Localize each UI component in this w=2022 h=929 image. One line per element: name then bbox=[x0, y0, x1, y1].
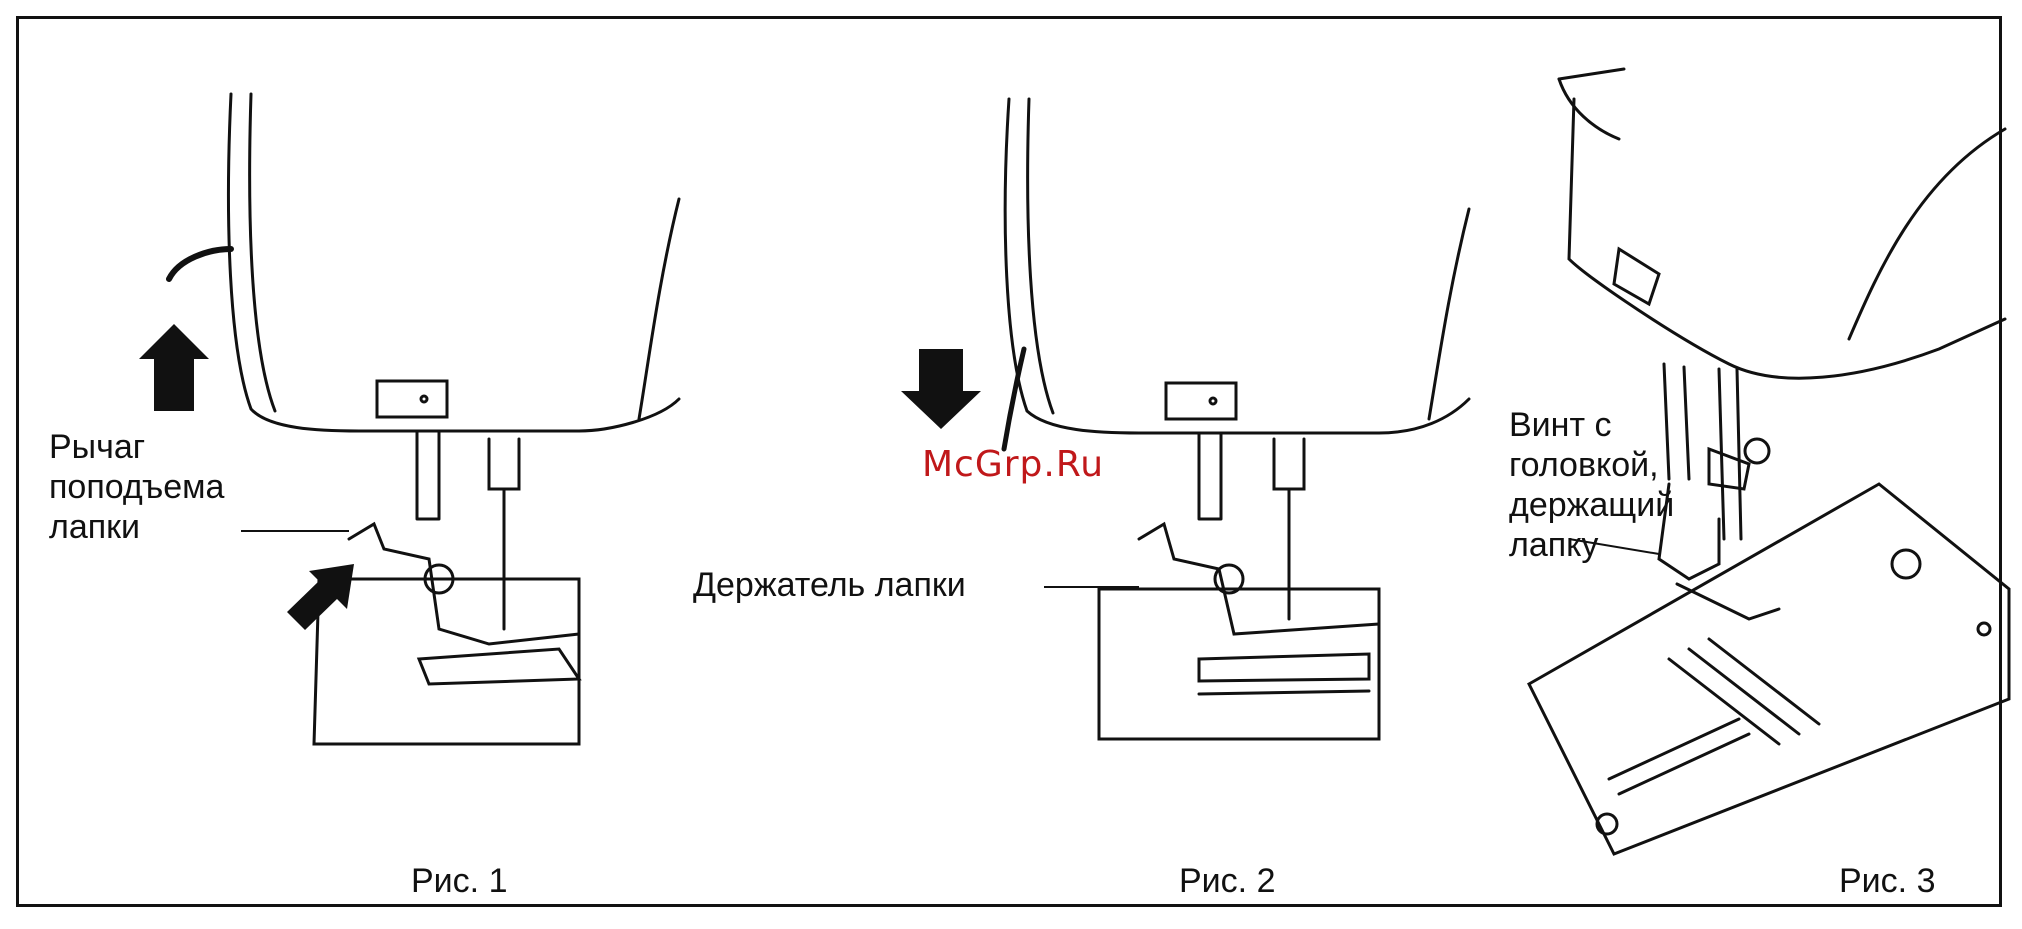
figure-3: Винт с головкой, держащий лапку Рис. 3 bbox=[1419, 19, 2005, 904]
arrow-diagonal-icon bbox=[287, 564, 354, 630]
figure-1: Рычаг поподъема лапки Рис. 1 bbox=[19, 19, 679, 904]
label-presser-lever: Рычаг поподъема лапки bbox=[49, 427, 224, 547]
arrow-down-icon bbox=[901, 349, 981, 429]
arrow-up-icon bbox=[139, 324, 209, 411]
arrow-icons bbox=[901, 349, 981, 429]
label-foot-holder: Держатель лапки bbox=[693, 565, 966, 605]
sewing-machine-illustration-3 bbox=[1419, 19, 2005, 909]
caption-fig-1: Рис. 1 bbox=[411, 861, 507, 901]
watermark: McGrp.Ru bbox=[922, 444, 1104, 485]
caption-fig-2: Рис. 2 bbox=[1179, 861, 1275, 901]
caption-fig-3: Рис. 3 bbox=[1839, 861, 1935, 901]
label-foot-screw: Винт с головкой, держащий лапку bbox=[1509, 405, 1674, 565]
